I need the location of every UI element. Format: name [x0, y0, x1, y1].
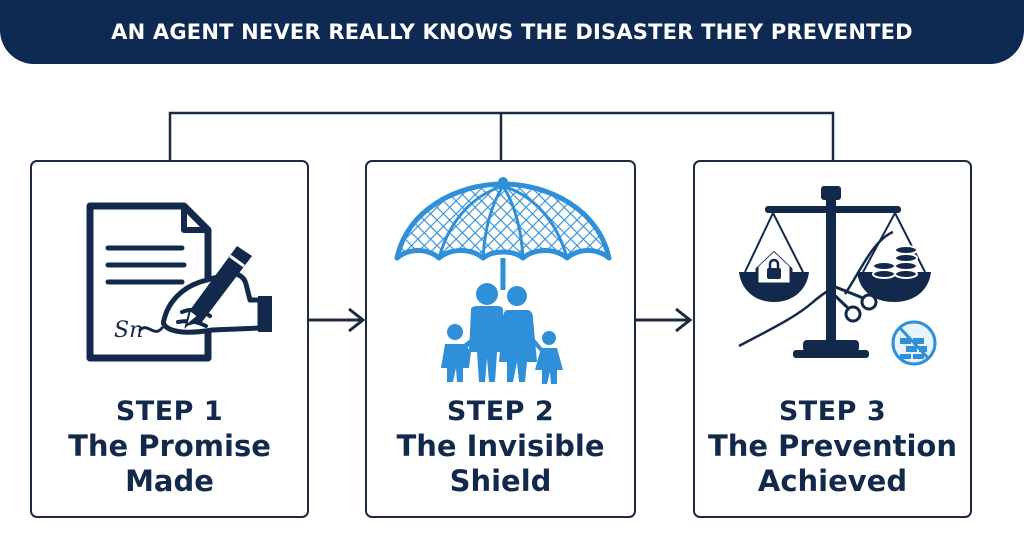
step-3-card: STEP 3 The Prevention Achieved: [693, 160, 972, 518]
step-number: STEP 1: [115, 396, 224, 427]
page-title: AN AGENT NEVER REALLY KNOWS THE DISASTER…: [111, 20, 913, 44]
signature-text: Sn: [114, 318, 143, 343]
step-title-line-1: The Promise: [68, 429, 271, 463]
umbrella-family-icon: [394, 177, 612, 384]
arrow-right-icon: [309, 307, 366, 333]
step-title-line-1: The Prevention: [707, 429, 957, 463]
top-connector: [168, 111, 835, 161]
step-1-card: Sn STEP 1 The Promise Made: [30, 160, 309, 518]
step-number: STEP 2: [446, 396, 555, 427]
step-title-line-1: The Invisible: [396, 429, 605, 463]
step-title-line-2: Achieved: [757, 464, 908, 498]
step-1-label: STEP 1 The Promise Made: [32, 395, 307, 499]
step-title-line-2: Shield: [449, 464, 552, 498]
header-banner: AN AGENT NEVER REALLY KNOWS THE DISASTER…: [0, 0, 1024, 64]
balance-scale-icon: [738, 186, 937, 366]
arrow-right-icon: [636, 307, 693, 333]
step-2-card: STEP 2 The Invisible Shield: [365, 160, 636, 518]
step-number: STEP 3: [778, 396, 887, 427]
contract-signing-icon: Sn: [86, 202, 272, 362]
step-2-label: STEP 2 The Invisible Shield: [367, 395, 634, 499]
step-title-line-2: Made: [125, 464, 214, 498]
step-3-label: STEP 3 The Prevention Achieved: [695, 395, 970, 499]
